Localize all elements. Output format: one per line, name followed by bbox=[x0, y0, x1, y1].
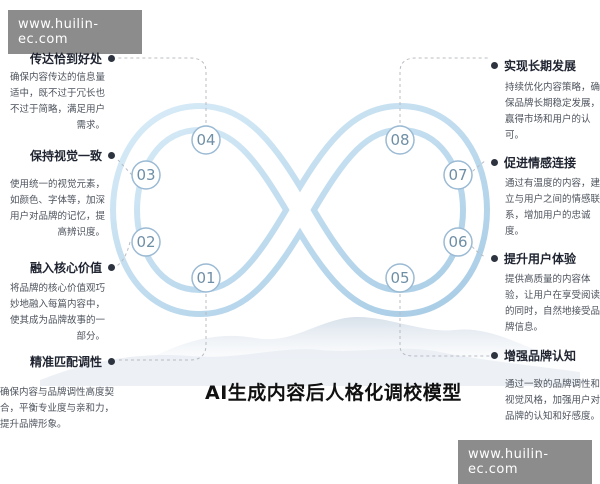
connector-05 bbox=[399, 294, 490, 357]
step-node-01: 01 bbox=[191, 263, 221, 293]
connector-07 bbox=[467, 159, 487, 176]
desc-line: 使用统一的视觉元素， bbox=[9, 179, 105, 190]
desc-line: 部分。 bbox=[76, 331, 105, 342]
bullet-dot-icon bbox=[491, 352, 498, 359]
watermark-bottom: www.huilin-ec.com bbox=[458, 440, 592, 484]
step-node-circle bbox=[191, 125, 221, 155]
step-node-circle bbox=[191, 263, 221, 293]
step-node-label: 04 bbox=[196, 131, 215, 149]
topic-brand-awareness: 增强品牌认知 bbox=[485, 347, 576, 364]
topic-description: 使用统一的视觉元素， 如颜色、字体等，加深 用户对品牌的记忆，提 高辨识度。 bbox=[5, 177, 105, 241]
topic-long-term-growth: 实现长期发展 bbox=[485, 57, 576, 74]
step-node-circle bbox=[443, 227, 473, 257]
step-node-02: 02 bbox=[131, 227, 161, 257]
step-node-label: 07 bbox=[448, 166, 467, 184]
topic-description: 将品牌的核心价值观巧 妙地融入每篇内容中， 使其成为品牌故事的一 部分。 bbox=[5, 281, 105, 345]
step-node-08: 08 bbox=[385, 125, 415, 155]
topic-heading: 提升用户体验 bbox=[504, 252, 577, 266]
topic-description: 确保内容传达的信息量 适中，既不过于冗长也 不过于简略，满足用户 需求。 bbox=[5, 70, 105, 134]
mountain-backdrop bbox=[40, 316, 580, 386]
desc-line: 如颜色、字体等，加深 bbox=[9, 195, 105, 206]
topic-description: 通过有温度的内容，建 立与用户之间的情感联 系，增加用户的忠诚 度。 bbox=[505, 176, 600, 240]
bullet-dot-icon bbox=[491, 62, 498, 69]
connector-08 bbox=[399, 57, 490, 123]
step-nodes: 01 02 03 04 05 06 07 08 bbox=[131, 125, 473, 293]
step-node-label: 06 bbox=[448, 233, 467, 251]
topic-heading: 保持视觉一致 bbox=[30, 149, 103, 163]
desc-line: 高辨识度。 bbox=[57, 227, 105, 238]
desc-line: 可。 bbox=[505, 130, 525, 141]
step-node-circle bbox=[385, 263, 415, 293]
desc-line: 提升品牌形象。 bbox=[0, 419, 67, 430]
step-node-circle bbox=[385, 125, 415, 155]
topic-heading: 融入核心价值 bbox=[30, 261, 103, 275]
step-node-label: 03 bbox=[136, 166, 155, 184]
desc-line: 妙地融入每篇内容中， bbox=[9, 299, 105, 310]
topic-description: 持续优化内容策略，确 保品牌长期稳定发展， 赢得市场和用户的认 可。 bbox=[505, 80, 600, 144]
topic-user-experience: 提升用户体验 bbox=[485, 250, 576, 267]
watermark-top: www.huilin-ec.com bbox=[8, 10, 142, 54]
desc-line: 需求。 bbox=[76, 120, 105, 131]
step-node-label: 02 bbox=[136, 233, 155, 251]
bullet-dot-icon bbox=[108, 55, 116, 62]
topic-emotional-connection: 促进情感连接 bbox=[485, 154, 576, 171]
desc-line: 用户对品牌的记忆，提 bbox=[9, 211, 105, 222]
desc-line: 将品牌的核心价值观巧 bbox=[9, 283, 105, 294]
desc-line: 验，让用户在享受阅读 bbox=[505, 290, 600, 301]
diagram-title: AI生成内容后人格化调校模型 bbox=[205, 382, 462, 404]
desc-line: 确保内容与品牌调性高度契 bbox=[0, 387, 115, 398]
bullet-dot-icon bbox=[491, 159, 498, 166]
step-node-label: 08 bbox=[390, 131, 409, 149]
topic-description: 确保内容与品牌调性高度契 合，平衡专业度与亲和力， 提升品牌形象。 bbox=[0, 385, 120, 433]
step-node-06: 06 bbox=[443, 227, 473, 257]
topic-visual-consistency: 保持视觉一致 bbox=[30, 147, 121, 164]
bullet-dot-icon bbox=[108, 358, 116, 365]
desc-line: 适中，既不过于冗长也 bbox=[9, 88, 105, 99]
step-node-circle bbox=[131, 227, 161, 257]
step-node-label: 01 bbox=[196, 269, 215, 287]
topic-heading: 促进情感连接 bbox=[504, 156, 577, 170]
desc-line: 视觉风格，加强用户对 bbox=[505, 395, 600, 406]
step-node-label: 05 bbox=[390, 269, 409, 287]
desc-line: 立与用户之间的情感联 bbox=[505, 194, 600, 205]
desc-line: 持续优化内容策略，确 bbox=[505, 82, 600, 93]
bullet-dot-icon bbox=[108, 152, 116, 159]
step-node-circle bbox=[443, 160, 473, 190]
step-node-03: 03 bbox=[131, 160, 161, 190]
desc-line: 合，平衡专业度与亲和力， bbox=[0, 403, 115, 414]
topic-heading: 增强品牌认知 bbox=[504, 349, 577, 363]
desc-line: 提供高质量的内容体 bbox=[505, 274, 591, 285]
desc-line: 品牌的认知和好感度。 bbox=[505, 411, 600, 422]
step-node-05: 05 bbox=[385, 263, 415, 293]
desc-line: 系，增加用户的忠诚 bbox=[505, 210, 591, 221]
desc-line: 不过于简略，满足用户 bbox=[9, 104, 105, 115]
step-node-07: 07 bbox=[443, 160, 473, 190]
step-node-04: 04 bbox=[191, 125, 221, 155]
topic-heading: 实现长期发展 bbox=[504, 59, 577, 73]
desc-line: 确保内容传达的信息量 bbox=[9, 72, 105, 83]
topic-description: 提供高质量的内容体 验，让用户在享受阅读 的同时，自然地接受品 牌信息。 bbox=[505, 272, 600, 336]
connector-04 bbox=[118, 57, 207, 123]
desc-line: 使其成为品牌故事的一 bbox=[9, 315, 105, 326]
desc-line: 保品牌长期稳定发展， bbox=[505, 98, 600, 109]
desc-line: 的同时，自然地接受品 bbox=[505, 306, 600, 317]
topic-core-values: 融入核心价值 bbox=[30, 259, 121, 276]
infinity-loop bbox=[110, 103, 490, 317]
topic-heading: 传达恰到好处 bbox=[30, 52, 103, 66]
desc-line: 通过有温度的内容，建 bbox=[505, 178, 600, 189]
bullet-dot-icon bbox=[491, 255, 498, 262]
bullet-dot-icon bbox=[108, 264, 116, 271]
topic-convey-appropriately: 传达恰到好处 bbox=[30, 50, 121, 67]
desc-line: 牌信息。 bbox=[505, 322, 544, 333]
desc-line: 通过一致的品牌调性和 bbox=[505, 379, 600, 390]
topic-tone-match: 精准匹配调性 bbox=[30, 353, 121, 370]
topic-heading: 精准匹配调性 bbox=[30, 355, 103, 369]
topic-description: 通过一致的品牌调性和 视觉风格，加强用户对 品牌的认知和好感度。 bbox=[505, 377, 600, 425]
desc-line: 赢得市场和用户的认 bbox=[505, 114, 591, 125]
step-node-circle bbox=[131, 160, 161, 190]
desc-line: 度。 bbox=[505, 226, 525, 237]
